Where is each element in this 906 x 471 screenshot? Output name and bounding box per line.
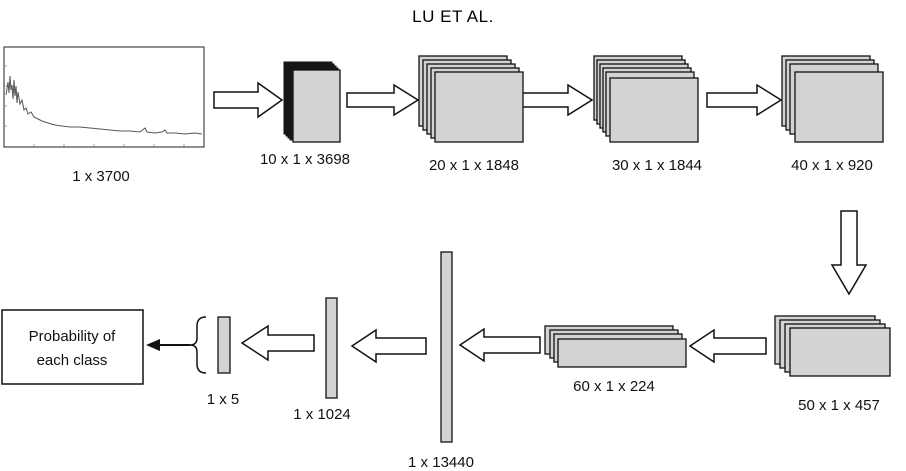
layer-dense2: 1 x 5 — [207, 316, 240, 408]
layer-flatten: 1 x 13440 — [408, 251, 474, 471]
arrow-conv3-to-conv4 — [706, 83, 783, 117]
layer-conv5: 50 x 1 x 457 — [774, 315, 891, 414]
output-brace — [189, 316, 207, 374]
conv1-dims: 10 x 1 x 3698 — [260, 151, 350, 168]
layer-conv4: 40 x 1 x 920 — [781, 55, 884, 174]
output-arrow — [146, 339, 190, 351]
arrow-conv4-to-conv5 — [830, 210, 868, 296]
spectrum-line — [5, 75, 203, 135]
conv5-dims: 50 x 1 x 457 — [798, 397, 880, 414]
layer-conv6: 60 x 1 x 224 — [544, 325, 687, 395]
output-box: Probability of each class — [1, 309, 144, 385]
input-dims: 1 x 3700 — [72, 168, 130, 185]
conv5-front — [789, 327, 891, 377]
dense1-dims: 1 x 1024 — [293, 406, 351, 423]
dense1-bar — [325, 297, 338, 399]
conv2-front — [434, 71, 524, 143]
arrow-conv2-to-conv3 — [519, 83, 594, 117]
output-label-line2: each class — [37, 352, 108, 369]
layer-conv2: 20 x 1 x 1848 — [418, 55, 524, 174]
dense2-bar — [217, 316, 231, 374]
conv6-dims: 60 x 1 x 224 — [573, 378, 655, 395]
conv4-front — [794, 71, 884, 143]
dense2-dims: 1 x 5 — [207, 391, 240, 408]
layer-conv1: 10 x 1 x 3698 — [260, 61, 350, 168]
running-head: LU ET AL. — [412, 7, 494, 26]
conv3-front — [609, 77, 699, 143]
flatten-dims: 1 x 13440 — [408, 454, 474, 471]
arrow-input-to-conv1 — [213, 81, 284, 119]
conv4-dims: 40 x 1 x 920 — [791, 157, 873, 174]
output-label-line1: Probability of — [29, 328, 117, 345]
conv6-front — [557, 338, 687, 368]
arrow-flatten-to-dense1 — [350, 328, 427, 364]
layer-conv3: 30 x 1 x 1844 — [593, 55, 702, 174]
arrow-dense1-to-dense2 — [240, 324, 315, 362]
input-spectrum: 1 x 3700 — [3, 46, 205, 185]
spectrum-frame — [3, 46, 205, 148]
arrow-conv5-to-conv6 — [688, 328, 767, 364]
conv2-dims: 20 x 1 x 1848 — [429, 157, 519, 174]
conv3-dims: 30 x 1 x 1844 — [612, 157, 702, 174]
flatten-bar — [440, 251, 453, 443]
output-box-frame — [1, 309, 144, 385]
arrow-conv6-to-flatten — [458, 327, 541, 363]
output-arrow-head — [146, 339, 160, 351]
layer-dense1: 1 x 1024 — [293, 297, 351, 423]
arrow-conv1-to-conv2 — [346, 83, 420, 117]
conv1-front — [292, 69, 341, 143]
spectrum-ticks — [4, 65, 185, 147]
